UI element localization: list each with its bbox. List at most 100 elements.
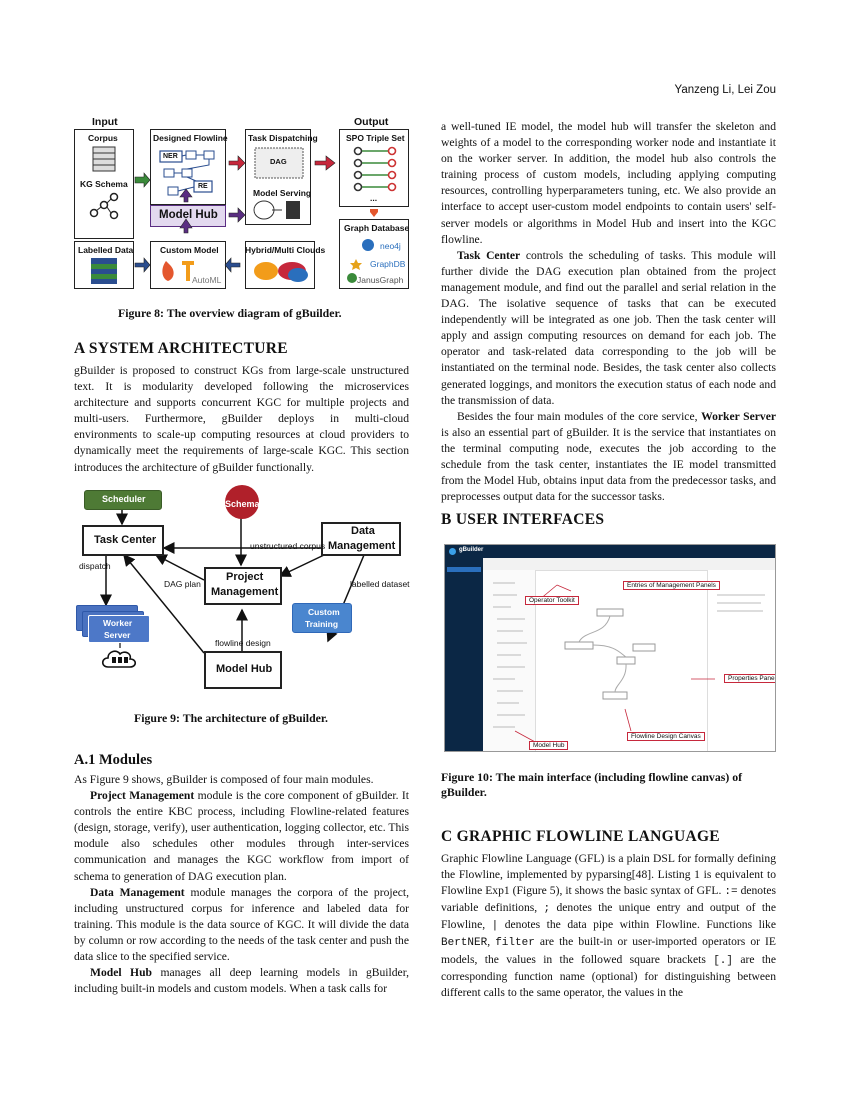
scheduler-box <box>84 490 162 510</box>
model-serving-label: Model Serving <box>253 188 312 198</box>
ner-label: NER <box>163 153 178 160</box>
section-a-body: gBuilder is proposed to construct KGs fr… <box>74 363 409 476</box>
corpus-icon <box>92 146 116 172</box>
right-p2-text: controls the scheduling of tasks. This m… <box>441 248 776 407</box>
corpus-label: Corpus <box>88 133 118 143</box>
ui-annotation-operator: Operator Toolkit <box>525 596 579 605</box>
c-code-semicolon: ; <box>543 903 551 916</box>
db-logos <box>347 239 374 283</box>
project-label-2: Management <box>211 586 279 598</box>
cloud-icons <box>254 262 308 282</box>
custom-model-label: Custom Model <box>160 245 219 255</box>
cloud-server-icon <box>101 650 137 668</box>
section-c-body: Graphic Flowline Language (GFL) is a pla… <box>441 851 776 1001</box>
c-text-4: denotes the data pipe within Flowline. F… <box>498 918 776 932</box>
fig9-connectors <box>100 510 365 654</box>
worker-label-2: Server <box>104 630 131 640</box>
a1-p3-bold: Data Management <box>90 885 185 899</box>
ui-annotation-canvas: Flowline Design Canvas <box>627 732 705 741</box>
section-a-paragraph: gBuilder is proposed to construct KGs fr… <box>74 364 409 474</box>
flowline-design-label: flowline design <box>215 638 271 648</box>
custom-training-box <box>292 603 352 633</box>
right-paragraph-3: Besides the four main modules of the cor… <box>441 409 776 506</box>
graphdb-label: GraphDB <box>370 259 406 269</box>
worker-label-1: Worker <box>103 618 133 628</box>
ui-tabbar <box>483 558 775 571</box>
a1-p2-text: module is the core component of gBuilder… <box>74 789 409 883</box>
data-management-label-2: Management <box>328 540 396 552</box>
right-p2-bold: Task Center <box>457 248 521 262</box>
figure-10: gBuilder Entries of Management Panels Op… <box>444 544 776 752</box>
labelled-data-label: Labelled Data <box>78 245 134 255</box>
section-b-title: B USER INTERFACES <box>441 511 605 528</box>
right-column-body: a well-tuned IE model, the model hub wil… <box>441 119 776 505</box>
ui-annotation-modelhub: Model Hub <box>529 741 569 750</box>
c-text-5: , <box>487 935 496 949</box>
project-management-box <box>204 567 282 605</box>
automl-label: AutoML <box>192 275 222 285</box>
ui-annotation-properties: Properties Pane <box>724 674 775 683</box>
ellipsis-label: ... <box>370 193 378 203</box>
kg-schema-label: KG Schema <box>80 179 128 189</box>
flowline-mini-diagram <box>159 150 215 196</box>
a1-p4-bold: Model Hub <box>90 966 152 980</box>
model-hub-box-fig9 <box>204 651 282 689</box>
custom-label-1: Custom <box>308 607 340 617</box>
dag-plan-label: DAG plan <box>164 579 201 589</box>
c-code-bertner: BertNER <box>441 937 488 950</box>
ui-content-lines <box>493 582 765 744</box>
ui-properties-panel <box>707 570 775 751</box>
input-title: Input <box>92 116 118 128</box>
a1-p2-bold: Project Management <box>90 789 195 803</box>
figure-8-caption: Figure 8: The overview diagram of gBuild… <box>118 306 342 320</box>
ui-logo-icon <box>449 548 456 555</box>
ui-app-name: gBuilder <box>459 547 484 553</box>
c-code-brackets: [.] <box>713 954 733 967</box>
c-text-6: are the built-in or user-imported operat… <box>441 935 776 966</box>
a1-paragraph-4: Model Hub manages all deep learning mode… <box>74 965 409 997</box>
c-text-1: Graphic Flowline Language (GFL) is a pla… <box>441 852 776 898</box>
right-p3-lead: Besides the four main modules of the cor… <box>457 409 702 423</box>
c-code-assign: := <box>724 886 738 899</box>
dag-icon <box>254 147 304 179</box>
ui-sidebar-active <box>447 567 481 572</box>
section-a1-title: A.1 Modules <box>74 752 153 768</box>
running-header: Yanzeng Li, Lei Zou <box>674 84 776 96</box>
janusgraph-label: JanusGraph <box>357 275 404 285</box>
spo-triple-box <box>339 129 409 207</box>
output-title: Output <box>354 116 389 128</box>
ui-topbar <box>445 545 775 558</box>
server-icons <box>253 200 300 220</box>
section-c-title: C GRAPHIC FLOWLINE LANGUAGE <box>441 828 720 845</box>
c-code-filter: filter <box>495 937 535 950</box>
figure-9-caption: Figure 9: The architecture of gBuilder. <box>134 711 328 725</box>
section-a1-body: As Figure 9 shows, gBuilder is composed … <box>74 772 409 997</box>
unstructured-corpus-label: unstructured corpus <box>250 541 326 551</box>
right-p3-bold: Worker Server <box>701 409 776 423</box>
labelled-dataset-label: labelled dataset <box>350 579 410 589</box>
right-paragraph-1: a well-tuned IE model, the model hub wil… <box>441 120 776 246</box>
re-label: RE <box>198 183 208 190</box>
fig8-arrows <box>134 155 378 273</box>
dispatch-label: dispatch <box>79 561 111 571</box>
right-paragraph-2: Task Center controls the scheduling of t… <box>441 248 776 409</box>
spo-triple-label: SPO Triple Set <box>346 133 405 143</box>
model-hub-label: Model Hub <box>159 209 218 221</box>
task-center-label: Task Center <box>94 534 157 546</box>
a1-paragraph-1: As Figure 9 shows, gBuilder is composed … <box>74 773 374 786</box>
ui-annotation-entries: Entries of Management Panels <box>623 581 720 590</box>
a1-p4-text: manages all deep learning models in gBui… <box>74 966 409 996</box>
scheduler-label: Scheduler <box>102 494 146 504</box>
hybrid-clouds-box <box>245 241 315 289</box>
neo4j-label: neo4j <box>380 241 401 251</box>
c-code-pipe: | <box>491 920 499 933</box>
a1-paragraph-2: Project Management module is the core co… <box>74 788 409 885</box>
figure-9: Scheduler Schema Task Center Data Manage… <box>76 485 410 693</box>
dag-label: DAG <box>270 157 287 166</box>
data-management-label-1: Data <box>351 525 375 537</box>
figure-8: Input Output Corpus KG Schema Designed F… <box>74 113 414 293</box>
right-p3-text: is also an essential part of gBuilder. I… <box>441 425 776 504</box>
table-icon <box>91 258 117 284</box>
section-a-title: A SYSTEM ARCHITECTURE <box>74 340 288 357</box>
a1-paragraph-3: Data Management module manages the corpo… <box>74 885 409 965</box>
